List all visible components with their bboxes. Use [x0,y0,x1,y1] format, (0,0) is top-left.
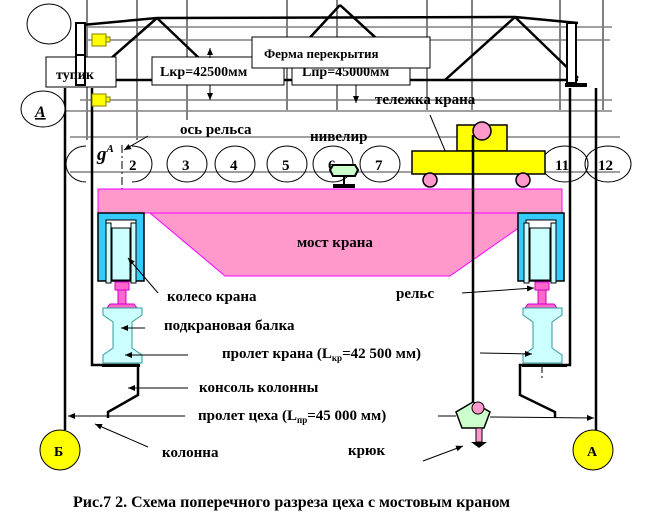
crane-trolley [411,124,546,188]
truss-label-box [251,36,431,69]
truss-label: Ферма перекрытия [264,46,379,61]
trolley-label: тележка крана [375,92,476,108]
crane-span-label: пролет крана (Lкр=42 500 мм) [222,346,421,363]
console-label: консоль колонны [199,380,319,396]
station-11: 11 [555,158,569,174]
station-12: 12 [598,158,613,174]
axis-circle-a [20,90,66,128]
empty-axis-circle [26,3,72,45]
axis-circle-a-label: А [34,104,46,121]
left-wheel-assembly [97,212,145,367]
grid-lines [60,0,620,173]
hook-label: крюк [348,443,385,459]
level-label: нивелир [310,129,367,145]
shop-span-box-label: Lпр=45000мм [302,65,390,80]
columns [63,88,598,430]
level-instrument-icon [328,164,360,188]
station-4: 4 [230,158,238,174]
station-ellipses [65,145,632,183]
level-sensor-icon-bottom [91,93,111,107]
axis-b-label: Б [54,445,63,460]
crane-beam-label: подкрановая балка [164,318,295,334]
wheel-label: колесо крана [167,289,257,305]
axis-b-circle [39,429,81,471]
g-label: gA [96,143,114,165]
axis-a-circle [572,429,614,471]
right-wheel-assembly [517,212,567,367]
station-7: 7 [375,158,383,174]
pulley-icon [472,121,492,141]
column-label: колонна [162,445,219,461]
rail-label: рельс [396,286,434,302]
figure-caption: Рис.7 2. Схема поперечного разреза цеха … [73,494,510,511]
crane-span-box [151,56,285,86]
rail-axis-label: ось рельса [180,122,252,138]
crane-bridge [97,188,563,277]
crane-span-box-label: Lкр=42500мм [160,65,248,80]
station-5: 5 [282,158,290,174]
shop-span-label: пролет цеха (Lпр=45 000 мм) [198,408,386,425]
axis-a-label: А [587,445,598,460]
station-3: 3 [182,158,190,174]
hook-icon [455,401,491,448]
level-sensor-icon-top [91,33,111,47]
bridge-label: мост крана [297,235,373,251]
station-2: 2 [129,158,137,174]
tupik-label: тупик [56,68,95,83]
